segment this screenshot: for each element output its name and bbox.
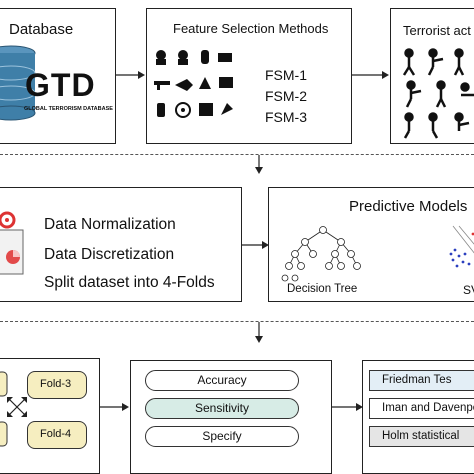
metric-sensitivity: Sensitivity — [145, 398, 299, 419]
feature-selection-title: Feature Selection Methods — [173, 21, 329, 36]
arrow-preprocess-to-models — [242, 241, 269, 249]
decision-tree-label: Decision Tree — [287, 283, 358, 295]
fsm-2: FSM-2 — [265, 88, 307, 104]
arrow-down-1 — [255, 155, 263, 174]
feature-selection-box: Feature Selection Methods FSM-1 FSM-2 FS… — [146, 8, 352, 144]
arrow-folds-to-metrics — [100, 403, 129, 411]
predictive-models-title: Predictive Models — [349, 198, 468, 215]
separator-1 — [0, 154, 474, 155]
terrorist-act-title: Terrorist act — [403, 23, 471, 38]
folds-box: Fold-3 Fold-4 — [0, 358, 100, 474]
metric-specify: Specify — [145, 426, 299, 447]
arrow-down-2 — [255, 322, 263, 343]
target-icon — [175, 102, 191, 118]
decision-tree-icon — [281, 226, 361, 282]
svm-label: SV — [463, 283, 474, 297]
test-holm: Holm statistical — [369, 426, 474, 447]
terrorist-icon — [156, 50, 166, 60]
arrow-metrics-to-tests — [332, 403, 363, 411]
database-box: Database GTD GLOBAL TERRORISM DATABASE — [0, 8, 116, 144]
fold-3-label: Fold-3 — [40, 378, 72, 390]
fsm-1: FSM-1 — [265, 67, 307, 83]
fsm-3: FSM-3 — [265, 109, 307, 125]
arrow-fsm-to-terrorist — [352, 71, 389, 79]
test-iman-davenport: Iman and Davenpo — [369, 398, 474, 419]
metrics-box: Accuracy Sensitivity Specify — [130, 360, 332, 474]
svm-scatter-icon — [449, 225, 474, 268]
step-normalization: Data Normalization — [44, 216, 176, 233]
fold-3-cylinder: Fold-3 — [27, 371, 87, 399]
arrow-db-to-fsm — [116, 71, 145, 79]
terrorist-act-box: Terrorist act — [390, 8, 474, 144]
step-split-folds: Split dataset into 4-Folds — [44, 274, 215, 291]
fold-cylinder-left-top — [0, 371, 8, 397]
test-friedman: Friedman Tes — [369, 370, 474, 391]
database-title: Database — [9, 21, 74, 38]
fold-4-label: Fold-4 — [40, 428, 72, 440]
preprocessing-box: Data Normalization Data Discretization S… — [0, 187, 242, 302]
fold-cylinder-left-bottom — [0, 421, 8, 447]
plane-icon — [175, 79, 193, 91]
predictive-models-box: Predictive Models Decision Tree SV — [268, 187, 474, 302]
gtd-subtitle: GLOBAL TERRORISM DATABASE — [24, 106, 113, 112]
fold-4-cylinder: Fold-4 — [27, 421, 87, 449]
gun-icon — [154, 81, 170, 85]
separator-2 — [0, 321, 474, 322]
statistical-tests-box: Friedman Tes Iman and Davenpo Holm stati… — [362, 360, 474, 474]
cross-arrows-icon — [7, 397, 27, 417]
database-icon — [0, 45, 36, 121]
stick-figure-icon — [402, 48, 474, 139]
computer-gear-icon — [0, 211, 24, 275]
gtd-logo: GTD — [25, 67, 96, 103]
metric-accuracy: Accuracy — [145, 370, 299, 391]
step-discretization: Data Discretization — [44, 246, 175, 263]
feature-icon-grid — [154, 50, 233, 118]
